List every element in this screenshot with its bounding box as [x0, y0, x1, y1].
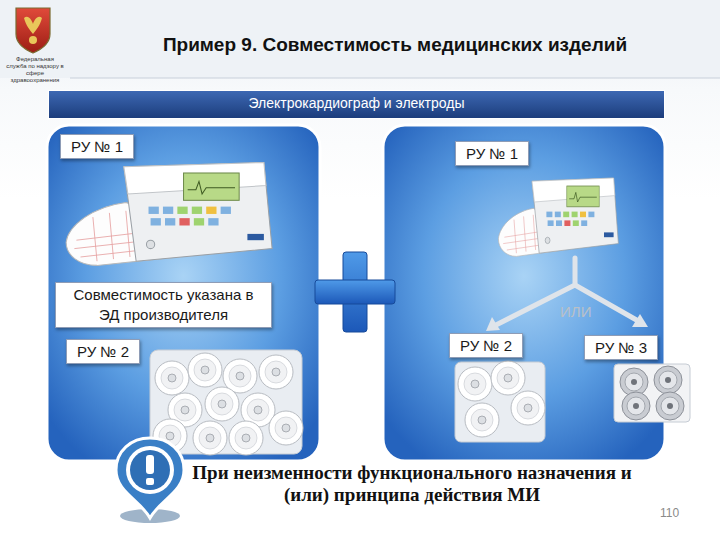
registration-box: РУ № 2: [449, 333, 523, 358]
electrode-set: [614, 364, 690, 422]
registration-box: РУ № 2: [66, 339, 140, 364]
slide-title: Пример 9. Совместимость медицинских изде…: [70, 34, 720, 56]
split-arrow: [494, 258, 640, 326]
node-text: РУ № 1: [466, 145, 518, 162]
registration-box: РУ № 3: [584, 335, 658, 360]
node-text: РУ № 3: [595, 339, 647, 356]
node-text: Совместимость указана в ЭД производителя: [62, 285, 265, 325]
right-panel: [383, 125, 665, 461]
emblem: [16, 8, 50, 53]
plus-sign: [315, 252, 395, 332]
header-rule: [70, 78, 720, 79]
node-text: Электрокардиограф и электроды: [49, 91, 664, 116]
note-text: При неизменности функционального назначе…: [192, 462, 632, 506]
node-text: РУ № 1: [71, 138, 123, 155]
ecg-device: [66, 163, 272, 266]
node-text: РУ № 2: [77, 343, 129, 360]
agency-name: Федеральная служба по надзору в сфере зд…: [6, 56, 64, 84]
electrode-pile: [150, 350, 303, 455]
note-box: Совместимость указана в ЭД производителя: [55, 282, 272, 328]
warning-pin: [116, 438, 184, 523]
page-number: 110: [660, 506, 679, 520]
ecg-device: [498, 178, 618, 256]
electrode-pile: [455, 361, 545, 442]
registration-box: РУ № 1: [60, 134, 134, 159]
section-band: Электрокардиограф и электроды: [48, 90, 665, 119]
or-label: ИЛИ: [558, 303, 593, 320]
left-panel: [47, 125, 320, 461]
registration-box: РУ № 1: [455, 141, 529, 166]
node-text: РУ № 2: [460, 337, 512, 354]
header-ground: [0, 0, 720, 78]
